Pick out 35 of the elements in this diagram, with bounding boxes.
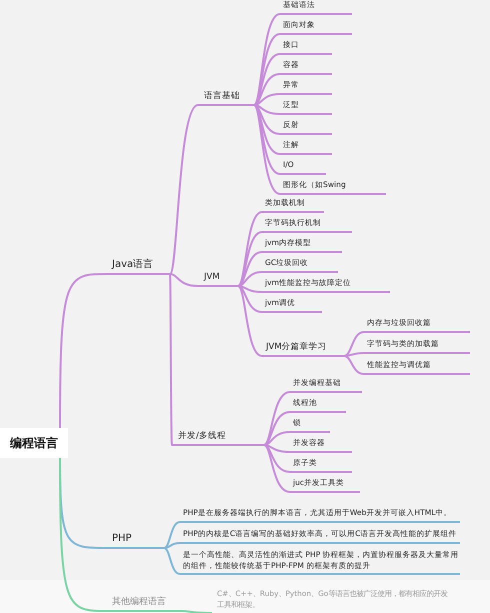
- branch-line: [238, 285, 262, 313]
- branch-topic: 其他编程语言: [108, 596, 182, 612]
- branch-line: [253, 33, 280, 106]
- branch-line: [237, 285, 262, 357]
- branch-line: [253, 104, 280, 195]
- branch-topic: JVM分篇章学习: [262, 341, 344, 357]
- branch-topic: PHP: [108, 532, 164, 549]
- branch-line: [264, 411, 290, 446]
- branch-line: [264, 431, 290, 446]
- root-topic: 编程语言: [0, 428, 68, 458]
- branch-line: [344, 331, 364, 357]
- branch-line: [238, 231, 262, 287]
- branch-line: [164, 542, 180, 549]
- branch-line: [264, 391, 290, 446]
- branch-line: [254, 104, 280, 135]
- branch-line: [164, 521, 180, 549]
- branch-line: [182, 610, 212, 613]
- branch-line: [254, 104, 280, 155]
- branch-line: [170, 273, 198, 287]
- branch-line: [237, 211, 262, 287]
- branch-line: [59, 273, 108, 428]
- branch-topic: 语言基础: [198, 90, 254, 106]
- branch-topic: Java语言: [108, 258, 170, 275]
- branch-line: [169, 274, 173, 446]
- branch-line: [264, 444, 290, 473]
- branch-line: [169, 104, 199, 274]
- branch-line: [344, 352, 364, 357]
- branch-line: [344, 355, 364, 375]
- branch-line: [264, 444, 290, 493]
- branch-line: [164, 547, 180, 575]
- branch-line: [254, 53, 280, 106]
- branch-line: [59, 458, 108, 612]
- branch-line: [238, 251, 262, 287]
- branch-topic: 并发/多线程: [172, 430, 264, 446]
- branch-topic: JVM: [198, 271, 238, 287]
